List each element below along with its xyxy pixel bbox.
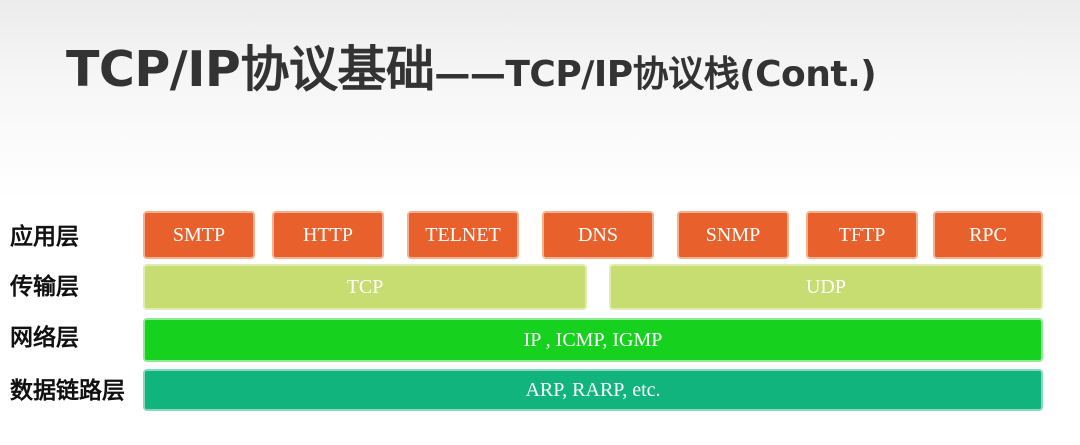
protocol-dns: DNS: [542, 211, 654, 259]
slide-title: TCP/IP协议基础——TCP/IP协议栈(Cont.): [66, 30, 877, 101]
network-protocols-bar: IP , ICMP, IGMP: [143, 318, 1043, 362]
title-sub: ——TCP/IP协议栈(Cont.): [434, 54, 877, 95]
protocol-tcp: TCP: [143, 264, 587, 310]
protocol-snmp: SNMP: [677, 211, 789, 259]
protocol-telnet: TELNET: [407, 211, 519, 259]
layer-label-transport: 传输层: [10, 274, 79, 300]
protocol-smtp: SMTP: [143, 211, 255, 259]
datalink-protocols-bar: ARP, RARP, etc.: [143, 369, 1043, 411]
protocol-rpc: RPC: [933, 211, 1043, 259]
protocol-tftp: TFTP: [806, 211, 918, 259]
protocol-udp: UDP: [609, 264, 1043, 310]
title-main: TCP/IP协议基础: [66, 41, 435, 98]
layer-label-network: 网络层: [10, 325, 79, 351]
layer-label-application: 应用层: [10, 224, 79, 250]
protocol-http: HTTP: [272, 211, 384, 259]
layer-label-datalink: 数据链路层: [10, 378, 125, 404]
